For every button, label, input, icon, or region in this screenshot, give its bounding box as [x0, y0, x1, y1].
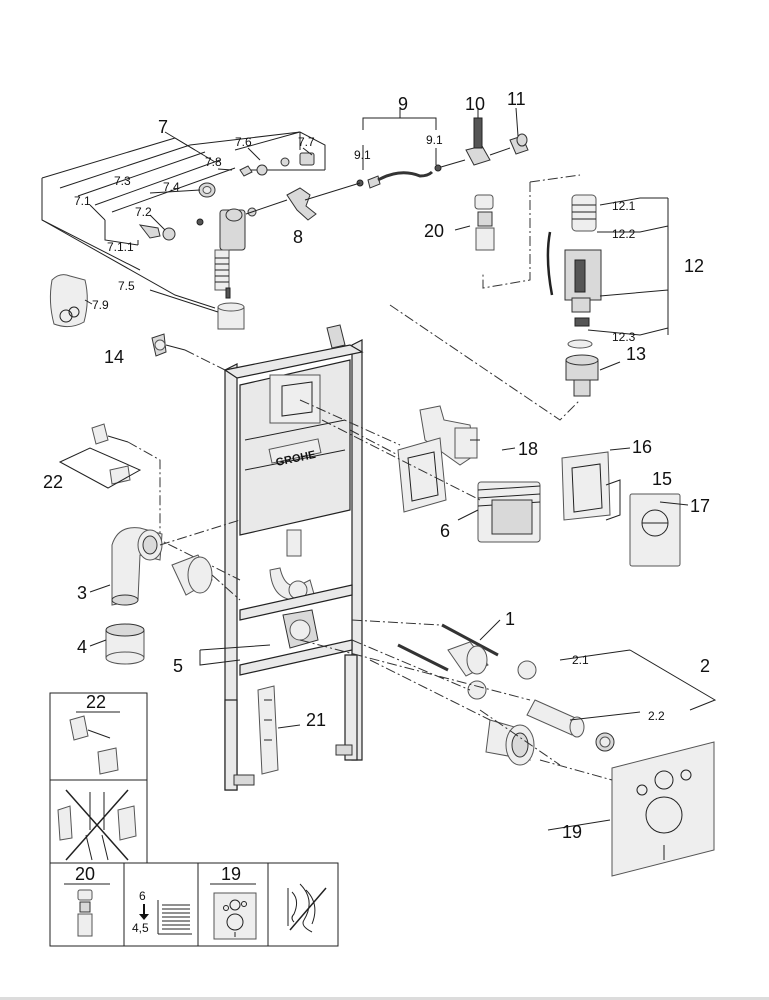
valve-insert-20: [454, 194, 495, 251]
valve-assembly-7: [41, 131, 326, 330]
legend-panel: 22 20 19 6 4,5: [49, 692, 339, 947]
label-22-main: 22: [43, 472, 63, 492]
label-17: 17: [690, 496, 710, 516]
hose-and-valves: [245, 107, 529, 221]
label-7-6: 7.6: [235, 135, 252, 149]
legend-19-label: 19: [221, 864, 241, 884]
label-7-9: 7.9: [92, 298, 109, 312]
label-8: 8: [293, 227, 303, 247]
label-3: 3: [77, 583, 87, 603]
label-15: 15: [652, 469, 672, 489]
label-18: 18: [518, 439, 538, 459]
label-5: 5: [173, 656, 183, 676]
label-9-1-left: 9.1: [354, 148, 371, 162]
label-14: 14: [104, 347, 124, 367]
installation-frame: [223, 324, 364, 791]
label-21: 21: [306, 710, 326, 730]
label-11: 11: [507, 89, 526, 109]
flush-valve-12: [389, 174, 669, 421]
bottom-divider: [0, 997, 769, 1000]
label-12: 12: [684, 256, 704, 276]
label-9: 9: [398, 94, 408, 114]
label-9-1-right: 9.1: [426, 133, 443, 147]
legend-height-top: 6: [139, 889, 146, 903]
label-7-1: 7.1: [74, 194, 91, 208]
label-2-1: 2.1: [572, 653, 589, 667]
legend-20-label: 20: [75, 864, 95, 884]
label-16: 16: [632, 437, 652, 457]
label-7-7: 7.7: [298, 135, 315, 149]
label-7-2: 7.2: [135, 205, 152, 219]
plates-right: [299, 399, 689, 567]
label-7-3: 7.3: [114, 174, 131, 188]
label-1: 1: [505, 609, 515, 629]
label-7: 7: [158, 117, 168, 137]
label-12-1: 12.1: [612, 199, 636, 213]
legend-height-bottom: 4,5: [132, 921, 149, 935]
label-13: 13: [626, 344, 646, 364]
label-7-8: 7.8: [205, 155, 222, 169]
label-12-3: 12.3: [612, 330, 636, 344]
label-2: 2: [700, 656, 710, 676]
label-4: 4: [77, 637, 87, 657]
label-19-main: 19: [562, 822, 582, 842]
label-20-top: 20: [424, 221, 444, 241]
lower-right-parts: [199, 619, 717, 877]
label-7-4: 7.4: [163, 180, 180, 194]
label-2-2: 2.2: [648, 709, 665, 723]
label-10: 10: [465, 94, 485, 114]
label-7-5: 7.5: [118, 279, 135, 293]
left-parts: [58, 333, 241, 665]
label-6: 6: [440, 521, 450, 541]
legend-22-label: 22: [86, 692, 106, 712]
label-12-2: 12.2: [612, 227, 636, 241]
label-7-1-1: 7.1.1: [107, 240, 134, 254]
